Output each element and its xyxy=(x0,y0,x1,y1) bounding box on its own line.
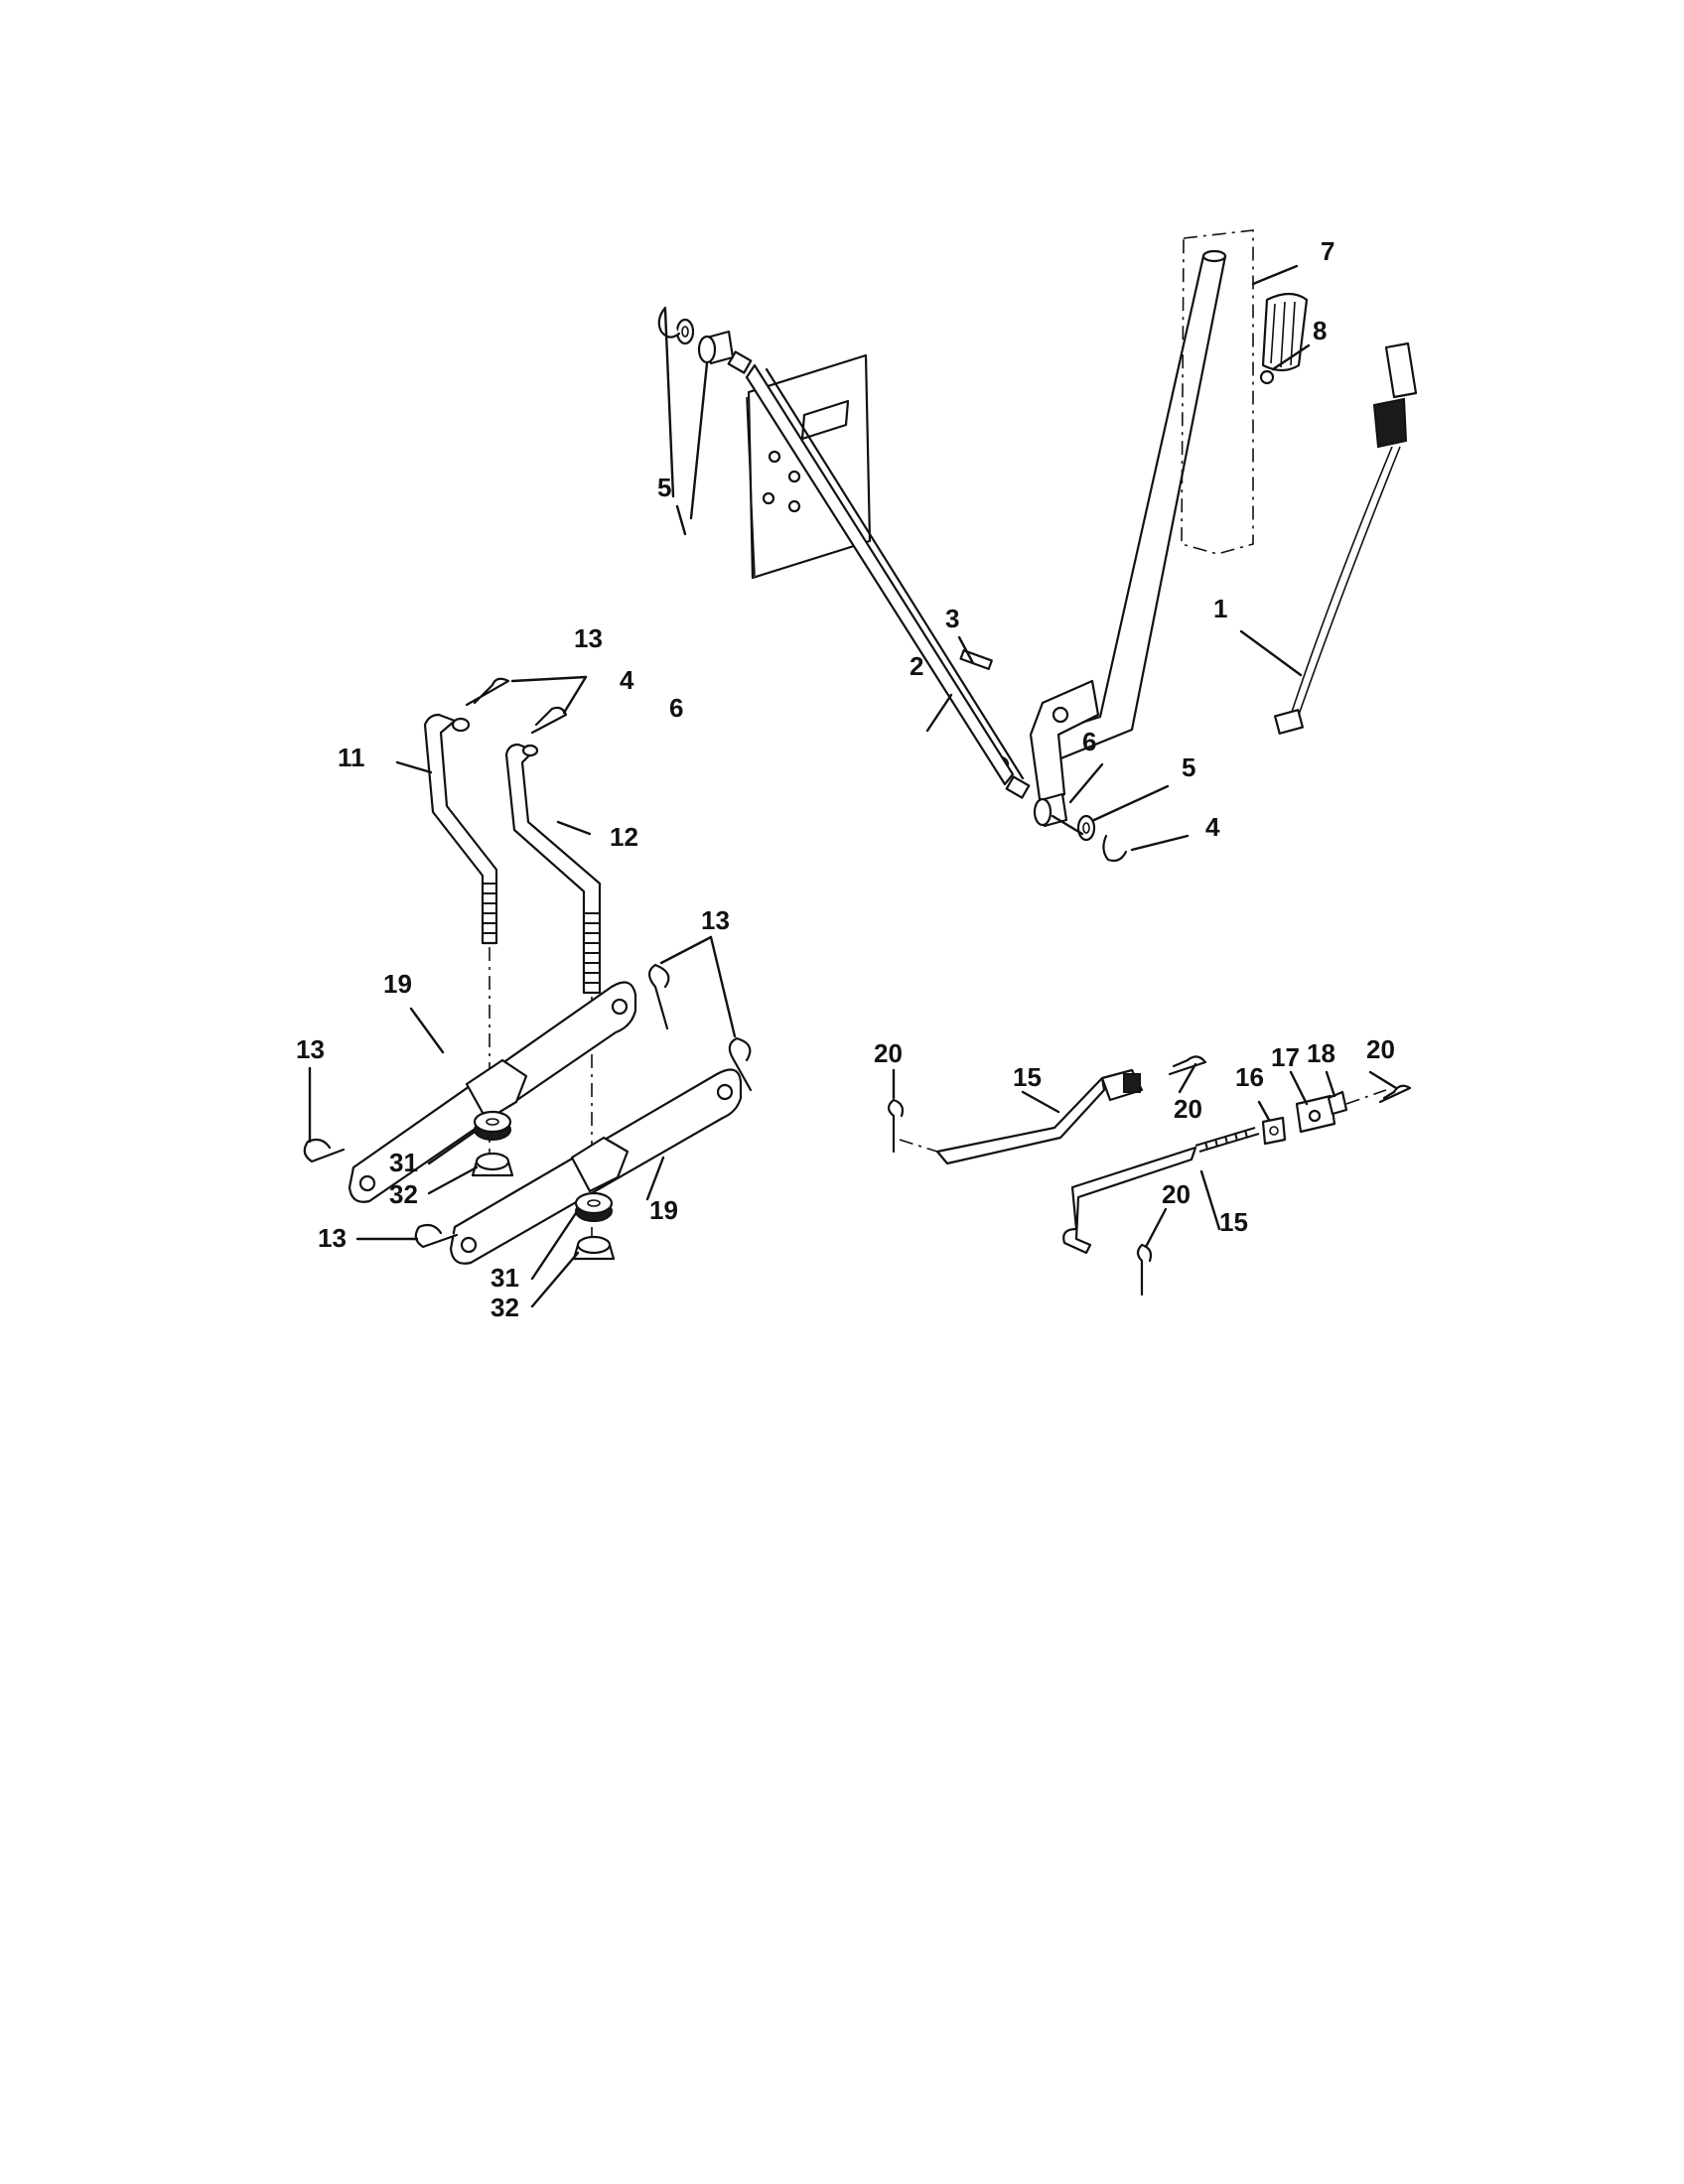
alignment-line-rod-upper xyxy=(899,1139,938,1153)
hairpin-clip-5 xyxy=(303,1138,346,1163)
lift-arm-lower xyxy=(449,1068,743,1265)
trunnion xyxy=(1295,1094,1336,1134)
callout-labels: 7 8 1 2 3 5 4 6 6 5 4 13 11 12 13 19 13 … xyxy=(296,236,1395,1322)
callout-19-upper: 19 xyxy=(383,969,412,999)
linkage-rod-upper xyxy=(935,1068,1144,1165)
handle-grip xyxy=(1261,292,1309,372)
lift-handle xyxy=(992,249,1227,808)
callout-6-right: 6 xyxy=(1082,727,1096,756)
hairpin-clip-3 xyxy=(647,963,670,1030)
callout-20-lower: 20 xyxy=(1162,1179,1191,1209)
lift-link-right xyxy=(504,743,602,995)
leader-lines xyxy=(308,264,1398,1308)
nut-lower xyxy=(572,1235,616,1261)
callout-13-left: 13 xyxy=(296,1034,325,1064)
callout-17: 17 xyxy=(1271,1042,1300,1072)
right-retaining-ring xyxy=(1102,834,1128,863)
spacer-lower xyxy=(574,1191,614,1222)
hairpin-clip-6 xyxy=(414,1223,459,1249)
callout-12: 12 xyxy=(610,822,638,852)
callout-32-upper: 32 xyxy=(389,1179,418,1209)
shaft-key xyxy=(959,649,993,670)
lift-arm-upper xyxy=(348,981,637,1203)
hairpin-clip-10 xyxy=(1136,1243,1153,1297)
hairpin-clip-8 xyxy=(1168,1055,1207,1076)
hairpin-clip-7 xyxy=(887,1098,905,1154)
callout-6-left: 6 xyxy=(669,693,683,723)
callout-19-lower: 19 xyxy=(649,1195,678,1225)
linkage-rod-lower xyxy=(1062,1127,1260,1255)
callout-31-upper: 31 xyxy=(389,1148,418,1177)
callout-3: 3 xyxy=(945,604,959,633)
right-washer xyxy=(1076,814,1096,842)
callout-4-left: 4 xyxy=(620,665,634,695)
callout-20-right: 20 xyxy=(1366,1034,1395,1064)
swivel-nut xyxy=(1327,1090,1348,1116)
lift-link-left xyxy=(423,713,498,945)
hairpin-clip-1 xyxy=(465,677,510,707)
alignment-line-rod-lower xyxy=(1345,1089,1387,1105)
callout-1: 1 xyxy=(1213,594,1227,623)
callout-18: 18 xyxy=(1307,1038,1335,1068)
left-washer xyxy=(675,318,695,345)
callout-15-lower: 15 xyxy=(1219,1207,1248,1237)
callout-20-upper: 20 xyxy=(1174,1094,1202,1124)
callout-4-right: 4 xyxy=(1205,812,1220,842)
callout-20-left: 20 xyxy=(874,1038,903,1068)
nut-upper xyxy=(471,1152,514,1177)
callout-32-lower: 32 xyxy=(491,1293,519,1322)
left-retaining-ring xyxy=(657,306,681,339)
callout-5-left: 5 xyxy=(657,473,671,502)
callout-13-top: 13 xyxy=(574,623,603,653)
callout-5-right: 5 xyxy=(1182,752,1195,782)
handle-extension-outline xyxy=(1181,229,1254,555)
spacer-upper xyxy=(473,1110,512,1141)
callout-15-upper: 15 xyxy=(1013,1062,1042,1092)
callout-13-right: 13 xyxy=(701,905,730,935)
lift-rod xyxy=(1273,341,1418,735)
callout-7: 7 xyxy=(1321,236,1334,266)
adjustment-nut xyxy=(1261,1116,1287,1146)
callout-16: 16 xyxy=(1235,1062,1264,1092)
callout-8: 8 xyxy=(1313,316,1327,345)
callout-2: 2 xyxy=(910,651,923,681)
callout-11: 11 xyxy=(338,743,365,772)
hairpin-clip-4 xyxy=(728,1036,753,1092)
hairpin-clip-9 xyxy=(1378,1084,1412,1104)
left-bushing xyxy=(697,330,735,365)
callout-13-bottom: 13 xyxy=(318,1223,347,1253)
right-bushing xyxy=(1033,792,1068,828)
callout-31-lower: 31 xyxy=(491,1263,519,1293)
lift-shaft xyxy=(727,350,1031,799)
spring-clip xyxy=(1259,369,1275,385)
hairpin-clip-2 xyxy=(530,706,568,735)
